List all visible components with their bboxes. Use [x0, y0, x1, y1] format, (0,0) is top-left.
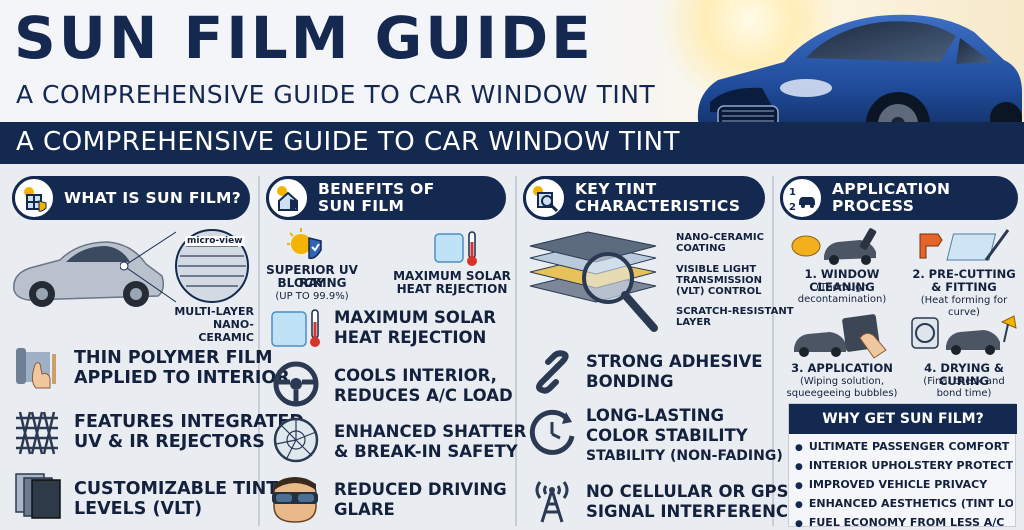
what-is-item: APPLIED TO INTERIOR — [74, 368, 290, 388]
chain-link-icon — [536, 350, 569, 394]
benefit-uv: SUPERIOR UV RAY — [266, 263, 358, 290]
section-header-application: 1 2 APPLICATION PROCESS — [780, 176, 1018, 220]
why-item: INTERIOR UPHOLSTERY PROTECTION — [795, 457, 1013, 476]
what-is-item: THIN POLYMER FILM — [74, 348, 273, 368]
why-heading: WHY GET SUN FILM? — [789, 404, 1017, 434]
layer-label: COATING — [676, 243, 726, 254]
section-header-characteristics: KEY TINT CHARACTERISTICS — [523, 176, 765, 220]
section-title: PROCESS — [832, 197, 915, 215]
page-title: SUN FILM GUIDE — [14, 4, 594, 72]
section-title: SUN FILM — [318, 197, 405, 215]
micro-view-callout — [120, 229, 249, 303]
section-title: BENEFITS OF — [318, 180, 435, 198]
process-step-note: decontamination) — [797, 294, 887, 305]
process-step-note: (Final check and — [923, 376, 1005, 387]
film-layers-diagram — [529, 231, 658, 332]
why-item: ENHANCED AESTHETICS (TINT LOOK) — [795, 495, 1013, 514]
process-step-note: squeegeeing bubbles) — [786, 388, 898, 399]
cleaning-icon — [791, 228, 877, 265]
ice-thermometer-icon — [271, 309, 320, 347]
application-icon — [794, 314, 887, 359]
benefit-item: ENHANCED SHATTER — [334, 422, 527, 441]
layer-label: (VLT) CONTROL — [676, 286, 762, 297]
signal-tower-icon — [535, 481, 569, 523]
page-subtitle: A COMPREHENSIVE GUIDE TO CAR WINDOW TINT — [16, 80, 656, 109]
process-step: 1. WINDOW CLEANING — [804, 267, 880, 294]
benefit-item: & BREAK-IN SAFETY — [334, 442, 518, 461]
layer-label: LAYER — [676, 317, 711, 328]
process-step-note: (Thorough — [816, 282, 868, 293]
silver-car-icon — [13, 241, 165, 307]
benefit-heat-top: HEAT REJECTION — [396, 282, 508, 296]
benefit-uv: BLOCKING — [277, 276, 347, 290]
benefit-item: MAXIMUM SOLAR — [334, 308, 496, 327]
what-is-item: CUSTOMIZABLE TINT — [74, 479, 279, 499]
drying-icon — [911, 315, 1017, 355]
shattered-glass-icon — [273, 417, 319, 463]
ice-thermometer-icon — [434, 231, 477, 266]
process-step-note: (Heat forming for curve) — [920, 295, 1008, 318]
benefit-item: COOLS INTERIOR, — [334, 366, 497, 385]
why-item: IMPROVED VEHICLE PRIVACY — [795, 476, 1013, 495]
steps-car-icon: 1 2 — [780, 176, 824, 220]
process-step: & FITTING — [931, 280, 997, 294]
section-title: KEY TINT — [575, 180, 657, 198]
mesh-icon — [16, 411, 58, 455]
callout-caption: NANO-CERAMIC — [198, 318, 254, 344]
benefit-uv-note: (UP TO 99.9%) — [275, 291, 349, 302]
sun-window-icon — [12, 176, 56, 220]
why-list: ULTIMATE PASSENGER COMFORT INTERIOR UPHO… — [795, 438, 1013, 530]
what-is-item: UV & IR REJECTORS — [74, 432, 265, 452]
driver-sunglasses-icon — [272, 477, 318, 523]
micro-view-label: micro-view — [185, 236, 245, 246]
what-is-item: LEVELS (VLT) — [74, 499, 203, 519]
section-header-what-is: WHAT IS SUN FILM? — [12, 176, 250, 220]
why-get-sun-film-box: WHY GET SUN FILM? ULTIMATE PASSENGER COM… — [788, 403, 1017, 530]
why-item: FUEL ECONOMY FROM LESS A/C — [795, 514, 1013, 530]
benefit-item: REDUCED DRIVING — [334, 480, 507, 499]
process-step-note: bond time) — [936, 388, 992, 399]
svg-text:1: 1 — [789, 187, 796, 198]
svg-text:2: 2 — [789, 202, 796, 213]
benefit-heat-top: MAXIMUM SOLAR — [393, 269, 511, 283]
section-header-benefits: BENEFITS OF SUN FILM — [266, 176, 506, 220]
sun-shield-icon — [287, 228, 322, 260]
process-step: 4. DRYING & CURING — [924, 361, 1004, 388]
layer-label: SCRATCH-RESISTANT — [676, 306, 794, 317]
characteristic-item: COLOR STABILITY — [586, 426, 748, 445]
what-is-item: FEATURES INTEGRATED — [74, 412, 304, 432]
process-step: 2. PRE-CUTTING — [912, 267, 1016, 281]
characteristic-item: STABILITY (NON-FADING) — [586, 448, 783, 464]
clock-icon — [529, 409, 575, 455]
characteristic-item: SIGNAL INTERFERENCE — [586, 502, 800, 521]
characteristic-item: LONG-LASTING — [586, 406, 725, 425]
cutting-fitting-icon — [919, 229, 1010, 261]
column-divider — [772, 176, 774, 526]
layer-label: VISIBLE LIGHT — [676, 264, 757, 275]
subtitle-banner — [0, 122, 1024, 164]
benefit-item: HEAT REJECTION — [334, 328, 487, 347]
section-title: CHARACTERISTICS — [575, 197, 741, 215]
section-title: APPLICATION — [832, 180, 951, 198]
why-item: ULTIMATE PASSENGER COMFORT — [795, 438, 1013, 457]
benefit-item: REDUCES A/C LOAD — [334, 386, 513, 405]
sun-magnifier-icon — [523, 176, 567, 220]
characteristic-item: BONDING — [586, 372, 674, 391]
characteristic-item: NO CELLULAR OR GPS — [586, 482, 789, 501]
tint-sheets-icon — [15, 473, 61, 519]
house-shield-icon — [266, 176, 310, 220]
benefit-item: GLARE — [334, 500, 395, 519]
banner-text: A COMPREHENSIVE GUIDE TO CAR WINDOW TINT — [16, 127, 680, 157]
column-divider — [258, 176, 260, 526]
characteristic-item: STRONG ADHESIVE — [586, 352, 763, 371]
steering-wheel-icon — [273, 361, 319, 407]
layer-label: TRANSMISSION — [676, 275, 763, 286]
section-title: WHAT IS SUN FILM? — [64, 188, 242, 207]
column-divider — [515, 176, 517, 526]
film-roll-hand-icon — [16, 348, 56, 389]
process-step: 3. APPLICATION — [791, 361, 893, 375]
callout-caption: MULTI-LAYER — [174, 305, 254, 318]
layer-label: NANO-CERAMIC — [676, 232, 764, 243]
process-step-note: (Wiping solution, — [799, 376, 885, 387]
